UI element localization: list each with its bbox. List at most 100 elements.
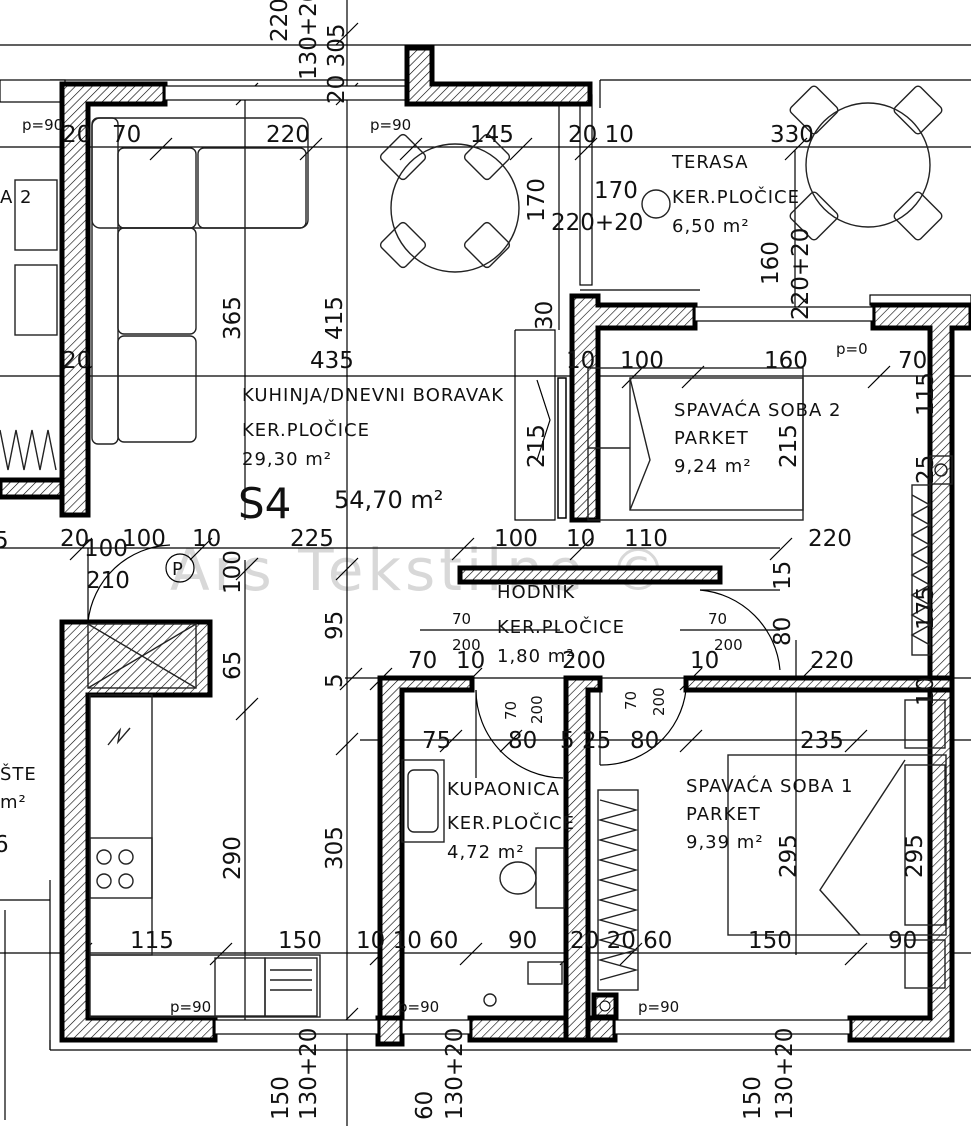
dim-label: 20 [60,526,89,552]
dim-label: 20 20 60 [570,928,672,954]
dim-label: 160 [764,348,808,374]
dim-label: 130+20 [772,1028,798,1120]
dim-label: 110 [624,526,668,552]
dim-label: 20 [62,348,91,374]
sill-mark-1: p=90 [22,116,63,134]
dim-label: 130+20 [296,0,322,80]
dim-label: 100 [620,348,664,374]
dim-label: 295 [776,834,802,878]
dim-label: 80 [770,617,796,646]
bedroom2-name: SPAVAĆA SOBA 2 [674,399,841,421]
dim-label: 70 [898,348,927,374]
dim-label: 145 [470,122,514,148]
dim-label: 170 [594,178,638,204]
bathroom-fixtures [401,759,565,1007]
dim-label: 160 [758,241,784,285]
hallway-area: 1,80 m² [497,646,575,667]
kitchen-floor: KER.PLOČICE [242,419,370,441]
marks: P p=0 p=90 p=90 p=90 p=90 p=90 [22,116,868,1016]
bedroom1-name: SPAVAĆA SOBA 1 [686,775,853,797]
panel-mark: P [172,559,184,580]
dim-label: 100 [122,526,166,552]
dim-label: 150 [268,1076,294,1120]
dim-label: 90 [508,928,537,954]
dim-label: 215 [776,424,802,468]
dim-label: 90 [888,928,917,954]
left-room-label-c: m² [0,792,27,813]
wardrobe-left [0,429,57,471]
dim-label: 10 [566,348,595,374]
dim-label: 200 [714,636,743,654]
bathroom-floor: KER.PLOČICE [447,812,575,834]
dim-label: 10 [192,526,221,552]
dim-label: 20 305 [324,24,350,104]
hallway-floor: KER.PLOČICE [497,616,625,638]
dim-label: 220+20 [551,210,643,236]
left-room-label-d: 6 [0,832,9,858]
wardrobe-bedroom1 [591,789,639,1020]
dim-label: 150 [740,1076,766,1120]
dim-label: 65 [220,651,246,680]
dim-label: 200 [650,687,668,716]
dim-label: 365 [220,296,246,340]
dim-label: 215 [524,424,550,468]
dim-label: 220 [266,122,310,148]
dim-label: 75 [422,728,451,754]
dim-label: 115 [913,372,939,416]
dim-label: 70 [622,691,640,710]
dim-label: 210 [86,568,130,594]
sill-mark-5: p=90 [638,998,679,1016]
dim-label: 220 [267,0,293,42]
dim-label: 80 [508,728,537,754]
dim-label: 70 [452,610,471,628]
dim-label: 130+20 [296,1028,322,1120]
walls [0,45,971,1120]
dining-table [379,133,520,273]
terrace-floor: KER.PLOČICE [672,186,800,208]
dim-label: 305 [322,826,348,870]
dim-label: 10 [566,526,595,552]
dim-label: 295 [902,834,928,878]
terrace-name: TERASA [671,152,749,173]
dim-label: 435 [310,348,354,374]
hallway-name: HODNIK [497,582,575,603]
sill-mark-3: p=90 [170,998,211,1016]
dimension-labels-vertical: 220 130+20 20 305 170 160 220+20 365 415… [220,0,939,1120]
dim-label: 290 [220,836,246,880]
dim-label: 70 [708,610,727,628]
unit-label: S4 [238,479,291,528]
dim-label: 225 [290,526,334,552]
room-labels: KUHINJA/DNEVNI BORAVAK KER.PLOČICE 29,30… [0,152,853,863]
dim-label: 200 [452,636,481,654]
unit-area: 54,70 m² [334,486,443,514]
dim-label: 220 [808,526,852,552]
dim-label: 220+20 [788,228,814,320]
dim-label: 200 [528,695,546,724]
dim-label: 15 [770,561,796,590]
dim-label: 100 [494,526,538,552]
dim-label: 235 [800,728,844,754]
dim-label: 100 [84,536,128,562]
doors [87,329,781,779]
dim-label: 20 [62,122,91,148]
wardrobe-bedroom2 [910,455,953,656]
dim-label: 130+20 [442,1028,468,1120]
dim-label: 20 10 [568,122,634,148]
bedroom1-area: 9,39 m² [686,832,764,853]
dim-label: 150 [748,928,792,954]
dim-label: 175 [913,586,939,630]
sill-mark-terrace: p=0 [836,340,868,358]
terrace-area: 6,50 m² [672,216,750,237]
kitchen-counter [87,623,321,1018]
dim-label: 70 [112,122,141,148]
dim-label: 170 [524,178,550,222]
dim-label: 60 [412,1091,438,1120]
dim-label: 330 [770,122,814,148]
dim-label: 70 [502,701,520,720]
dim-label: 5 25 [560,728,611,754]
dim-label: 5 [322,673,348,688]
kitchen-area: 29,30 m² [242,449,332,470]
dim-label: 80 [630,728,659,754]
dim-label: 70 [408,648,437,674]
